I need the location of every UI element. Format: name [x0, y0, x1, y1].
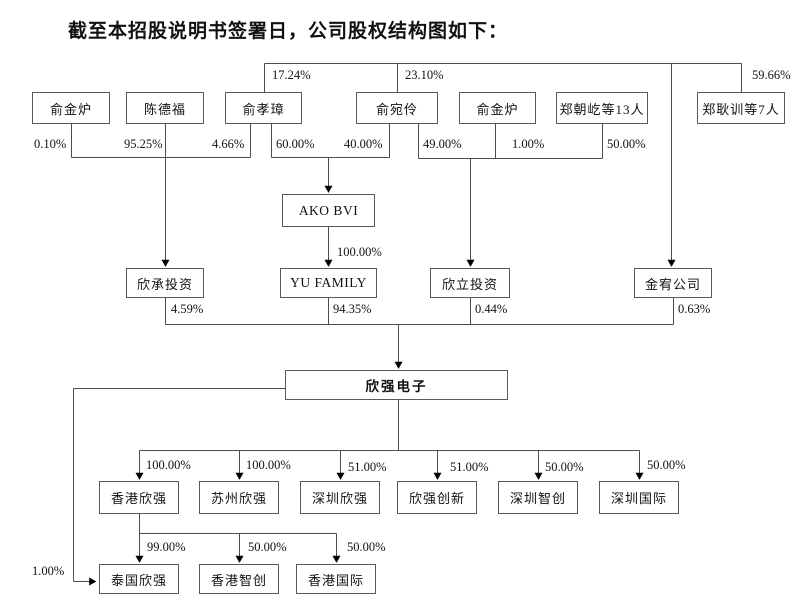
pct-r3-3: 51.00%: [348, 460, 387, 474]
pct-r2-2: 94.35%: [333, 302, 372, 316]
node-shenzhen-xinqiang: 深圳欣强: [300, 481, 380, 514]
node-thailand-xinqiang: 泰国欣强: [99, 564, 179, 594]
pct-r3-6: 50.00%: [647, 458, 686, 472]
node-chen-defu: 陈德福: [126, 92, 204, 124]
pct-r1-1: 0.10%: [34, 137, 67, 151]
node-yu-wanling: 俞宛伶: [356, 92, 438, 124]
node-ako-bvi: AKO BVI: [282, 194, 375, 227]
pct-r2-4: 0.63%: [678, 302, 711, 316]
plain-connectors: [71, 63, 742, 582]
node-yu-xiaozhang: 俞孝璋: [225, 92, 302, 124]
node-shenzhen-intl: 深圳国际: [599, 481, 679, 514]
node-xinqiang-electronics: 欣强电子: [285, 370, 508, 400]
pct-r1-4: 60.00%: [276, 137, 315, 151]
node-hk-zhichuang: 香港智创: [199, 564, 279, 594]
node-jinyou-company: 金宥公司: [634, 268, 712, 298]
node-shenzhen-zhichuang: 深圳智创: [498, 481, 578, 514]
node-yu-jinlu-1: 俞金炉: [32, 92, 110, 124]
node-suzhou-xinqiang: 苏州欣强: [199, 481, 279, 514]
pct-r3-5: 50.00%: [545, 460, 584, 474]
pct-r3-4: 51.00%: [450, 460, 489, 474]
pct-ako-yufamily: 100.00%: [337, 245, 382, 259]
pct-top-gengxun: 59.66%: [752, 68, 791, 82]
arrow-connectors: [73, 63, 676, 586]
node-hk-intl: 香港国际: [296, 564, 376, 594]
pct-r4-2: 50.00%: [248, 540, 287, 554]
pct-r3-1: 100.00%: [146, 458, 191, 472]
pct-r1-2: 95.25%: [124, 137, 163, 151]
node-zheng-gengxun-7: 郑耿训等7人: [697, 92, 785, 124]
pct-r1-3: 4.66%: [212, 137, 245, 151]
pct-top-wanling: 23.10%: [405, 68, 444, 82]
node-xincheng-invest: 欣承投资: [126, 268, 204, 298]
pct-r2-3: 0.44%: [475, 302, 508, 316]
node-yu-family: YU FAMILY: [280, 268, 377, 298]
pct-left-thailand: 1.00%: [32, 564, 65, 578]
pct-r1-5: 40.00%: [344, 137, 383, 151]
pct-r1-8: 50.00%: [607, 137, 646, 151]
pct-r3-2: 100.00%: [246, 458, 291, 472]
pct-top-xiaozhang: 17.24%: [272, 68, 311, 82]
node-hk-xinqiang: 香港欣强: [99, 481, 179, 514]
pct-r1-7: 1.00%: [512, 137, 545, 151]
node-xinqiang-innovation: 欣强创新: [397, 481, 477, 514]
pct-r1-6: 49.00%: [423, 137, 462, 151]
pct-r4-1: 99.00%: [147, 540, 186, 554]
pct-r4-3: 50.00%: [347, 540, 386, 554]
pct-r2-1: 4.59%: [171, 302, 204, 316]
node-xinli-invest: 欣立投资: [430, 268, 510, 298]
page-title: 截至本招股说明书签署日，公司股权结构图如下：: [68, 21, 509, 42]
node-zheng-chaoyi-13: 郑朝屹等13人: [556, 92, 648, 124]
node-yu-jinlu-2: 俞金炉: [459, 92, 536, 124]
